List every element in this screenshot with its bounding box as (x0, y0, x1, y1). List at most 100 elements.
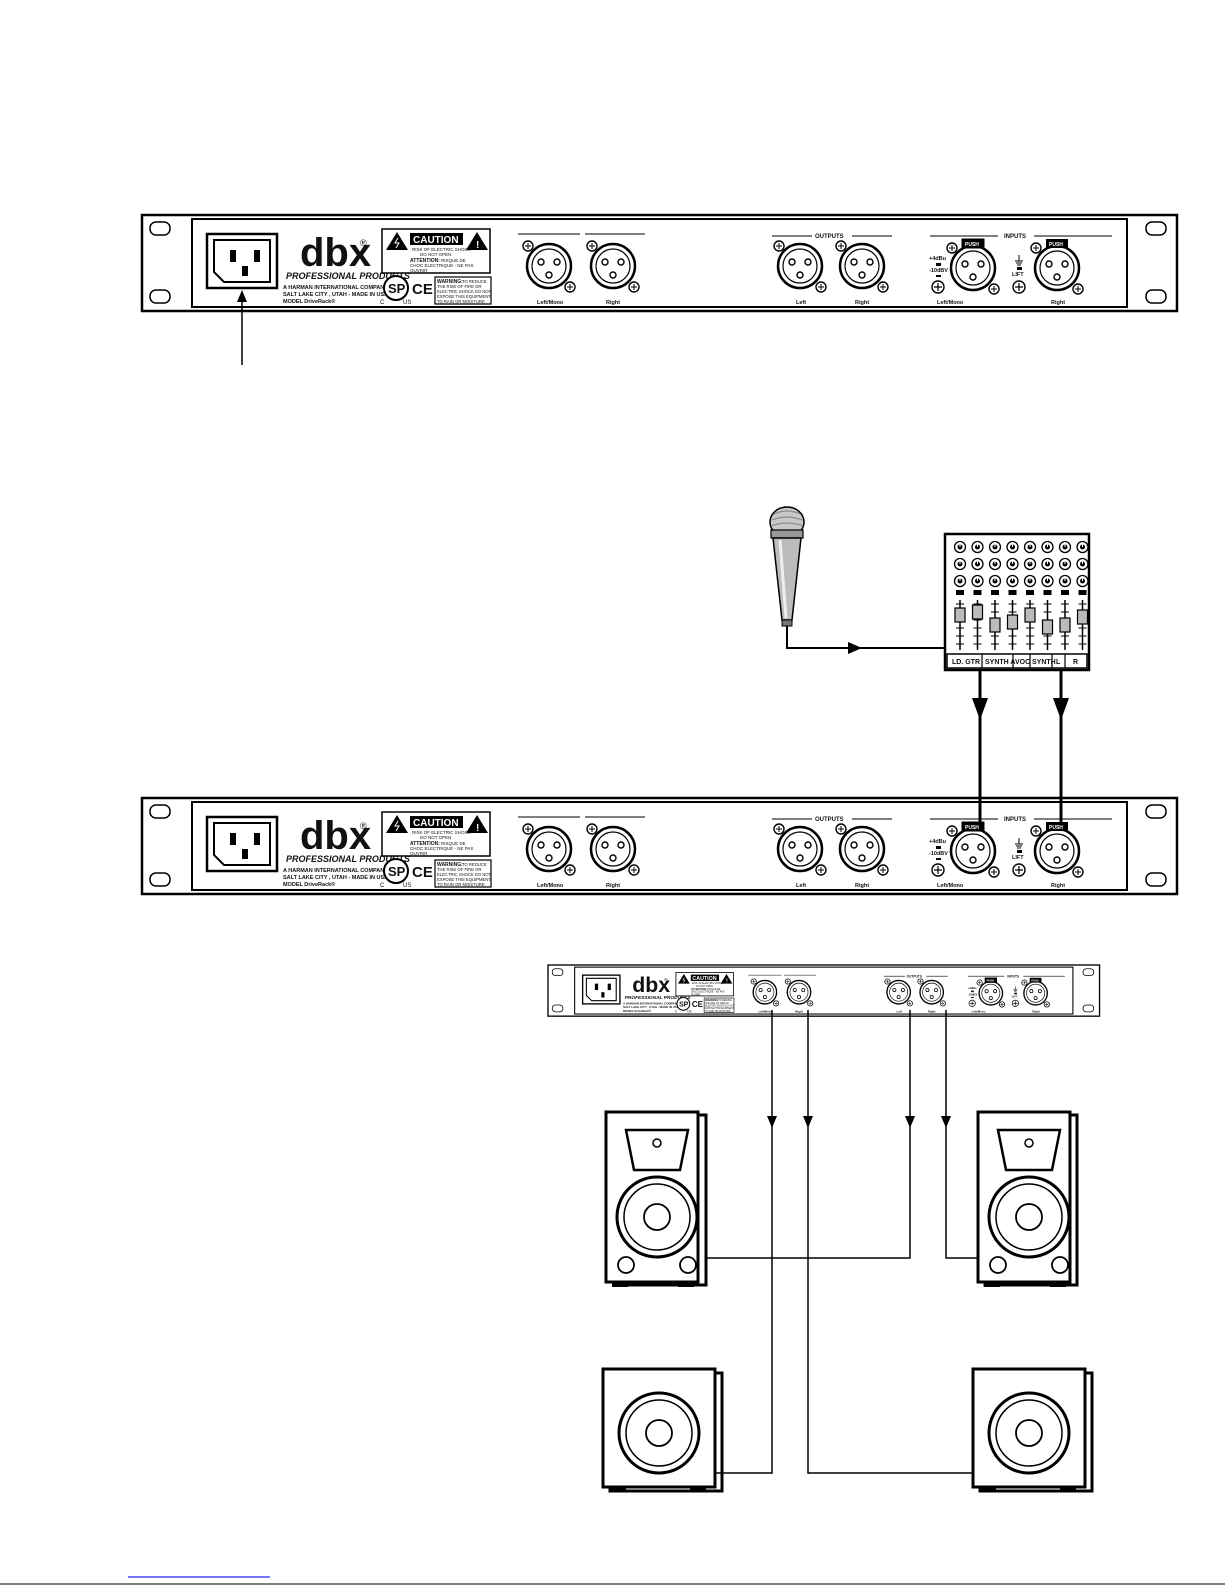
lift-switch-icon (1012, 280, 1026, 294)
company-line: SALT LAKE CITY , UTAH - MADE IN USA (283, 292, 388, 298)
inputs-header: INPUTS (1004, 234, 1026, 240)
mixer-fader (1006, 590, 1019, 650)
jack-label: Right (1051, 300, 1065, 306)
jack-label: Left/Mono (537, 300, 564, 306)
jack-label: Left/Mono (937, 300, 964, 306)
arrow-icon (237, 290, 247, 302)
caution-label: ! CAUTION RISK OF ELECTRIC SHOCK DO NOT … (381, 228, 491, 274)
svg-text:CE: CE (412, 281, 433, 298)
svg-text:TO RAIN OR MOISTURE: TO RAIN OR MOISTURE (437, 299, 485, 304)
svg-text:!: ! (476, 240, 479, 251)
mixer-knob-icon (1006, 540, 1019, 554)
mixer-knob-icon (953, 574, 967, 588)
svg-text:US: US (403, 300, 411, 306)
svg-text:LIFT: LIFT (1012, 272, 1024, 278)
outputs-header: OUTPUTS (815, 234, 844, 240)
channel-label: R (1073, 659, 1078, 666)
mixer-fader (1024, 590, 1036, 650)
mixer-knob-icon (1041, 557, 1054, 571)
channel-label: SYNTH A (985, 659, 1015, 666)
microphone-icon (769, 506, 805, 627)
mixer-knob-icon (988, 540, 1002, 554)
woofer-icon (987, 1175, 1071, 1259)
mixer-knob-icon (1076, 574, 1089, 588)
mixer-fader (954, 590, 966, 650)
mixer-knob-icon (1006, 557, 1019, 571)
svg-text:DO NOT OPEN: DO NOT OPEN (420, 252, 451, 257)
rack-unit-bottom (548, 965, 1100, 1016)
rack-unit-middle (142, 798, 1177, 894)
mixer-knob-icon (1058, 574, 1072, 588)
arrow-icon (848, 642, 862, 654)
mixer-fader-grid (954, 590, 1089, 650)
svg-text:PUSH: PUSH (965, 242, 979, 248)
woofer-icon (615, 1175, 699, 1259)
woofer-icon (987, 1391, 1071, 1475)
svg-text:ATTENTION:: ATTENTION: (410, 258, 440, 264)
company-line: A HARMAN INTERNATIONAL COMPANY (283, 285, 388, 291)
mixer-knob-icon (1041, 574, 1054, 588)
ground-lift-icon (1015, 255, 1023, 266)
svg-text:CAUTION: CAUTION (413, 235, 459, 246)
rack-ear-hole (1145, 221, 1167, 236)
mixer-knob-icon (1076, 540, 1089, 554)
mixer-knob-icon (971, 540, 984, 554)
brand-subtitle: PROFESSIONAL PRODUCTS (286, 271, 410, 281)
full-range-speaker-left (604, 1110, 708, 1287)
power-inlet-icon (205, 232, 279, 290)
svg-text:+4dBu: +4dBu (929, 256, 946, 262)
mixer-knob-icon (988, 557, 1002, 571)
rack-ear-hole (149, 289, 171, 304)
registered-mark: ® (360, 238, 367, 248)
channel-label: VOC (1015, 659, 1030, 666)
channel-label: LD. GTR (952, 659, 980, 666)
mixer-knob-icon (953, 540, 967, 554)
svg-text:RISQUE DE: RISQUE DE (441, 258, 466, 263)
brand-logo: dbx (300, 231, 371, 275)
mixer-knob-icon (1058, 540, 1072, 554)
svg-text:THE RISK OF FIRE OR: THE RISK OF FIRE OR (437, 284, 481, 289)
svg-text:RISK OF ELECTRIC SHOCK: RISK OF ELECTRIC SHOCK (412, 247, 471, 252)
mixer-knob-icon (1058, 557, 1072, 571)
svg-text:ELECTRIC SHOCK DO NOT: ELECTRIC SHOCK DO NOT (437, 289, 492, 294)
mixer-knob-icon (1023, 574, 1037, 588)
mixer-knob-icon (1023, 540, 1037, 554)
svg-text:C: C (380, 300, 385, 306)
mixer-channel-labels: LD. GTR SYNTH A VOC SYNTH L R (952, 654, 1078, 668)
svg-text:OUVRIR: OUVRIR (410, 268, 428, 273)
jack-label: Left (796, 300, 806, 306)
arrow-icon (803, 1116, 813, 1128)
full-range-speaker-right (976, 1110, 1079, 1287)
mixer-knob-icon (971, 574, 984, 588)
company-line: MODEL DriveRack® (283, 298, 335, 305)
arrow-icon (1053, 698, 1069, 720)
svg-text:TO REDUCE: TO REDUCE (462, 279, 487, 284)
mixer-knob-icon (988, 574, 1002, 588)
arrow-icon (972, 698, 988, 720)
jack-label: Right (855, 300, 869, 306)
rack-ear-hole (1145, 289, 1167, 304)
mixer-knob-icon (971, 557, 984, 571)
mixer-knob-icon (1006, 574, 1019, 588)
svg-text:SP: SP (388, 281, 406, 296)
arrow-icon (941, 1116, 951, 1128)
subwoofer-right (971, 1367, 1094, 1493)
mic-cable (786, 626, 945, 649)
mixer-knob-icon (1076, 557, 1089, 571)
arrow-icon (905, 1116, 915, 1128)
jack-label: Right (606, 300, 620, 306)
mixer-knob-icon (1023, 557, 1037, 571)
speaker-cables (706, 1010, 978, 1474)
warning-label: WARNING: TO REDUCE THE RISK OF FIRE OR E… (434, 276, 492, 305)
svg-text:CHOC ELECTRIQUE - NE PAS: CHOC ELECTRIQUE - NE PAS (410, 263, 473, 268)
mixer-fader (1059, 590, 1071, 650)
mixer-fader (1041, 590, 1054, 650)
certification-mark: SP C US CE (380, 275, 433, 306)
woofer-icon (617, 1391, 701, 1475)
channel-label: L (1056, 659, 1061, 666)
mixer: LD. GTR SYNTH A VOC SYNTH L R (943, 532, 1091, 672)
mixer-knob-icon (1041, 540, 1054, 554)
rack-ear-hole (149, 221, 171, 236)
subwoofer-left (601, 1367, 724, 1493)
